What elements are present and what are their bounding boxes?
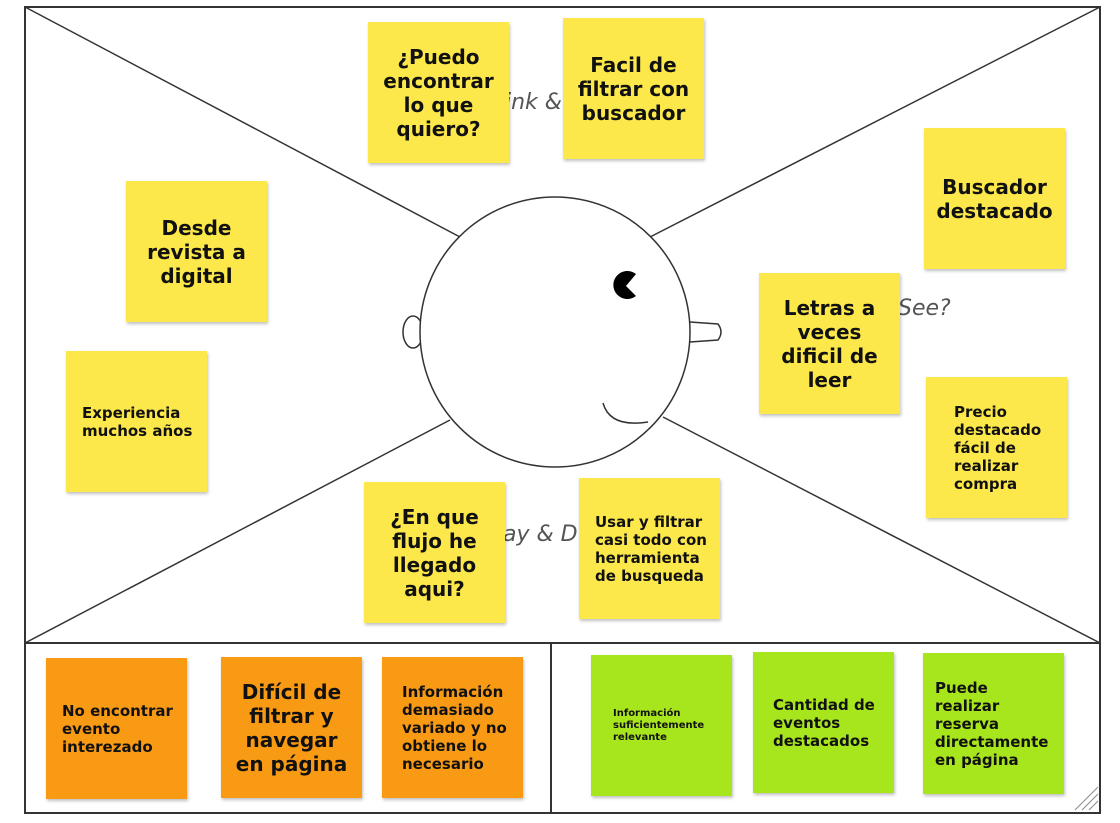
sticky-note-puede-reservar[interactable]: Puede realizar reserva directamente en p… bbox=[923, 653, 1064, 794]
sticky-note-precio[interactable]: Precio destacado fácil de realizar compr… bbox=[926, 377, 1067, 518]
sticky-note-cantidad-eventos[interactable]: Cantidad de eventos destacados bbox=[753, 652, 894, 793]
diagonal-top-left bbox=[24, 6, 461, 238]
nose-icon bbox=[689, 321, 722, 343]
sticky-note-experiencia[interactable]: Experiencia muchos años bbox=[66, 351, 207, 492]
sticky-note-facil-filtrar[interactable]: Facil de filtrar con buscador bbox=[563, 18, 704, 159]
diagonal-bottom-left bbox=[24, 419, 451, 644]
sticky-note-en-que-flujo[interactable]: ¿En que flujo he llegado aqui? bbox=[364, 482, 505, 623]
sticky-note-desde-revista[interactable]: Desde revista a digital bbox=[126, 181, 267, 322]
sticky-note-informacion-relevante[interactable]: Información suficientemente relevante bbox=[591, 655, 732, 796]
diagonal-bottom-right bbox=[662, 416, 1101, 644]
think-feel-label: ink & bbox=[505, 90, 562, 115]
sticky-note-puedo-encontrar[interactable]: ¿Puedo encontrar lo que quiero? bbox=[368, 22, 509, 163]
diagonal-top-right bbox=[649, 6, 1101, 238]
sticky-note-letras[interactable]: Letras a veces dificil de leer bbox=[759, 273, 900, 414]
sticky-note-usar-filtrar[interactable]: Usar y filtrar casi todo con herramienta… bbox=[579, 478, 720, 619]
sticky-note-no-encontrar[interactable]: No encontrar evento interezado bbox=[46, 658, 187, 799]
see-label: See? bbox=[898, 296, 951, 321]
resize-grip-icon[interactable] bbox=[1074, 786, 1099, 811]
sticky-note-informacion-variado[interactable]: Información demasiado variado y no obtie… bbox=[382, 657, 523, 798]
say-do-label: ay & D bbox=[503, 522, 578, 547]
head-icon bbox=[419, 196, 691, 468]
eye-icon bbox=[613, 271, 636, 300]
mouth-icon bbox=[602, 402, 649, 424]
sticky-note-dificil-filtrar[interactable]: Difícil de filtrar y navegar en página bbox=[221, 657, 362, 798]
sticky-note-buscador-destacado[interactable]: Buscador destacado bbox=[924, 128, 1065, 269]
